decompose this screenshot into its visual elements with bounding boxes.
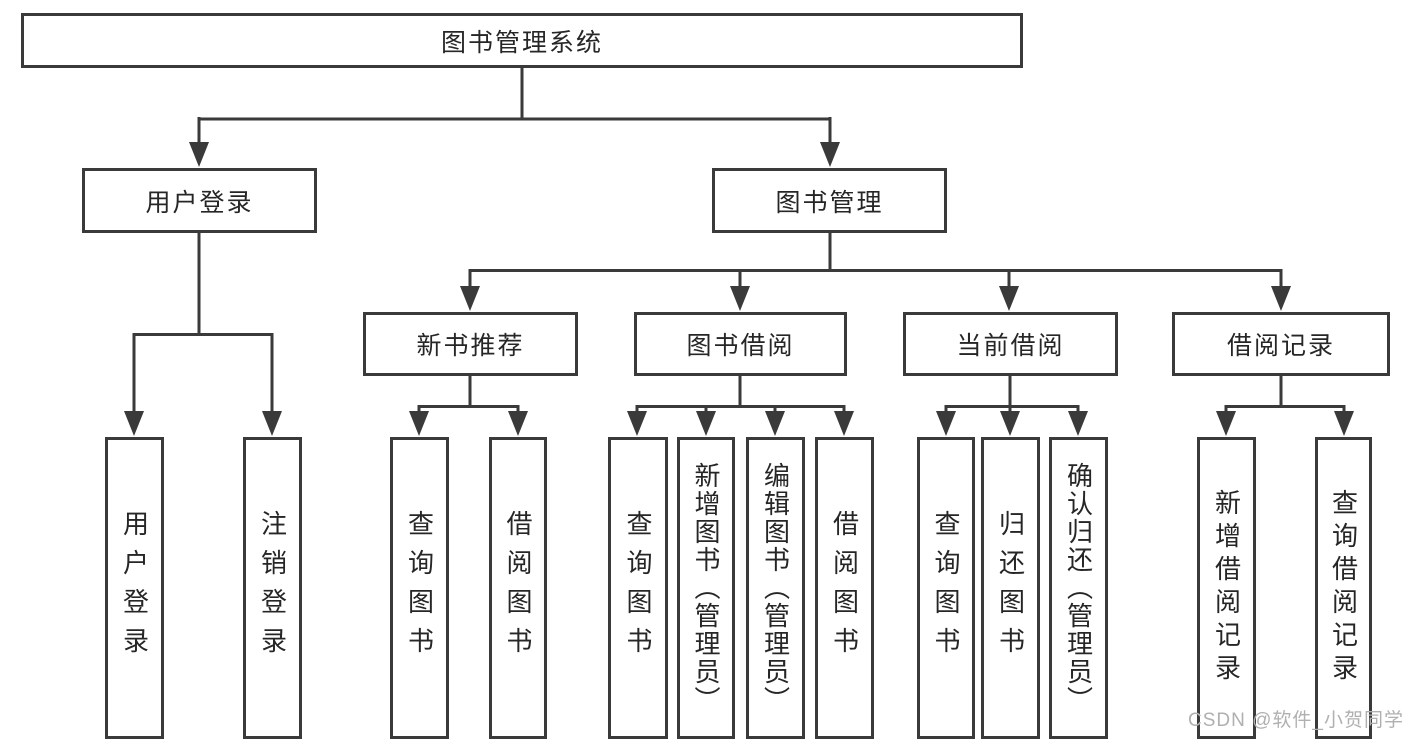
connector-book-management-to-modules — [460, 233, 1291, 311]
csdn-watermark: CSDN @软件_小贺同学 — [1188, 710, 1404, 731]
node-book-borrow: 图书借阅 — [634, 312, 847, 376]
node-user-login: 用户登录 — [82, 168, 317, 233]
leaf-borrow-books: 借阅图书 — [815, 437, 874, 739]
leaf-query-books-recommend: 查询图书 — [390, 437, 449, 739]
connector-borrow-records-to-leaves — [1216, 376, 1354, 436]
connector-book-borrow-to-leaves — [627, 376, 854, 436]
arrow-down-icon — [765, 411, 785, 436]
arrow-down-icon — [730, 286, 750, 311]
arrow-down-icon — [1068, 411, 1088, 436]
leaf-borrow-books-recommend: 借阅图书 — [489, 437, 547, 739]
node-label: 归还图书 — [995, 510, 1026, 666]
arrow-down-icon — [696, 411, 716, 436]
node-label: 查询图书 — [931, 510, 961, 666]
node-label: 当前借阅 — [956, 332, 1065, 360]
node-label: 查询借阅记录 — [1328, 489, 1359, 687]
node-label: 借阅图书 — [503, 510, 533, 666]
node-current-borrow: 当前借阅 — [903, 312, 1118, 376]
node-label: 确认归还（管理员） — [1063, 462, 1094, 714]
arrow-down-icon — [1334, 411, 1354, 436]
node-label: 新增图书（管理员） — [691, 462, 721, 714]
connector-user-login-to-leaves — [124, 233, 282, 436]
arrow-down-icon — [460, 286, 480, 311]
node-library-management-system: 图书管理系统 — [21, 13, 1023, 68]
node-label: 新增借阅记录 — [1211, 489, 1242, 687]
leaf-user-login: 用户登录 — [105, 437, 164, 739]
arrow-down-icon — [262, 411, 282, 436]
leaf-query-books-current: 查询图书 — [917, 437, 975, 739]
node-book-management: 图书管理 — [712, 168, 947, 233]
node-label: 用户登录 — [119, 510, 150, 666]
node-label: 注销登录 — [257, 510, 288, 666]
arrow-down-icon — [409, 411, 429, 436]
node-label: 用户登录 — [145, 188, 254, 217]
connector-new-book-to-leaves — [409, 376, 528, 436]
connector-root-to-branches — [189, 68, 840, 167]
leaf-add-books-admin: 新增图书（管理员） — [677, 437, 735, 739]
leaf-add-borrow-record: 新增借阅记录 — [1197, 437, 1256, 739]
node-new-book-recommend: 新书推荐 — [363, 312, 578, 376]
arrow-down-icon — [1000, 411, 1020, 436]
node-label: 借阅记录 — [1226, 332, 1335, 360]
leaf-confirm-return-admin: 确认归还（管理员） — [1049, 437, 1108, 739]
node-label: 图书借阅 — [686, 332, 795, 360]
arrow-down-icon — [1216, 411, 1236, 436]
arrow-down-icon — [999, 286, 1019, 311]
arrow-down-icon — [124, 411, 144, 436]
arrow-down-icon — [820, 142, 840, 167]
leaf-logout: 注销登录 — [243, 437, 302, 739]
node-label: 查询图书 — [623, 510, 653, 666]
arrow-down-icon — [189, 142, 209, 167]
arrow-down-icon — [834, 411, 854, 436]
node-label: 借阅图书 — [829, 510, 860, 666]
node-borrow-records: 借阅记录 — [1172, 312, 1390, 376]
node-label: 图书管理 — [775, 188, 884, 217]
connector-current-borrow-to-leaves — [936, 376, 1088, 436]
node-label: 查询图书 — [404, 510, 435, 666]
node-label: 图书管理系统 — [440, 28, 603, 57]
arrow-down-icon — [1271, 286, 1291, 311]
node-label: 新书推荐 — [416, 332, 525, 360]
leaf-query-books-borrow: 查询图书 — [608, 437, 668, 739]
node-label: 编辑图书（管理员） — [760, 462, 791, 714]
arrow-down-icon — [508, 411, 528, 436]
leaf-edit-books-admin: 编辑图书（管理员） — [746, 437, 805, 739]
arrow-down-icon — [627, 411, 647, 436]
arrow-down-icon — [936, 411, 956, 436]
leaf-return-books: 归还图书 — [981, 437, 1040, 739]
leaf-query-borrow-record: 查询借阅记录 — [1315, 437, 1372, 739]
